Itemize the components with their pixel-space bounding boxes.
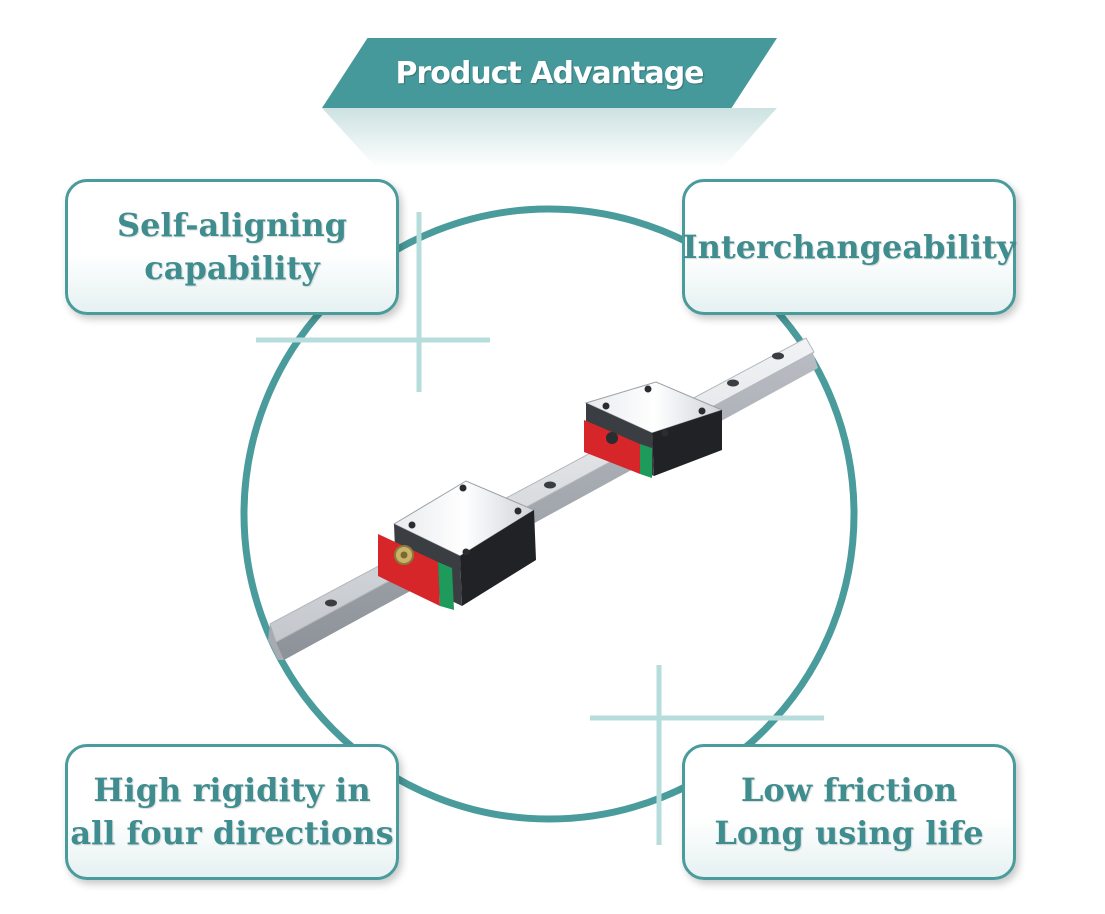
rail-end	[268, 624, 284, 660]
feature-card-low-friction: Low friction Long using life	[682, 744, 1016, 880]
feature-card-self-aligning: Self-aligning capability	[65, 179, 399, 315]
feature-label: Interchangeability	[682, 227, 1016, 266]
rail-side	[272, 350, 818, 660]
frame-circle	[240, 205, 858, 823]
feature-card-interchangeability: Interchangeability	[682, 179, 1016, 315]
linear-guide-image	[268, 337, 818, 660]
feature-label: Self-aligning capability	[116, 206, 347, 287]
feature-card-high-rigidity: High rigidity in all four directions	[65, 744, 399, 880]
page-title: Product Advantage	[395, 55, 704, 91]
title-banner	[322, 38, 777, 108]
banner-reflection	[322, 108, 777, 168]
crosshair-bottom-right	[590, 665, 824, 845]
feature-label: High rigidity in all four directions	[70, 771, 394, 852]
feature-label: Low friction Long using life	[714, 771, 984, 852]
carriage-block-front	[378, 480, 536, 610]
carriage-block-back	[584, 381, 724, 478]
rail-holes	[325, 352, 784, 607]
crosshair-top-left	[256, 212, 490, 392]
